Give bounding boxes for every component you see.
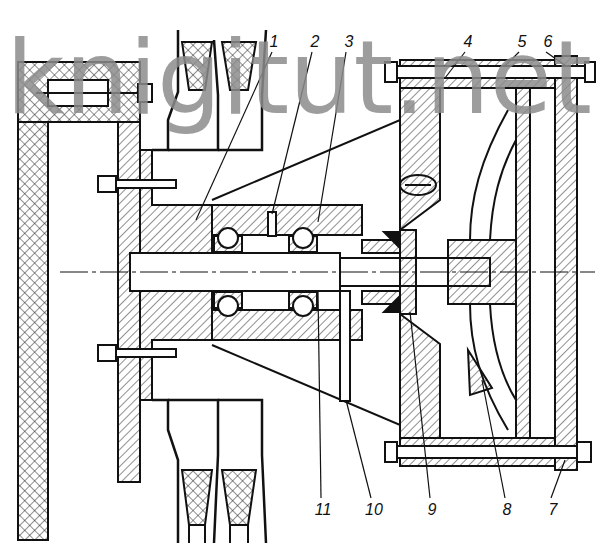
drain-channel — [340, 291, 350, 401]
bolt — [116, 349, 176, 357]
shaft-seal — [384, 298, 398, 312]
drain-channel — [340, 291, 350, 401]
tie-bolt — [393, 446, 591, 458]
v-belt — [229, 525, 231, 543]
impeller — [468, 350, 492, 395]
ball-bearing — [293, 228, 313, 248]
tie-bolt — [385, 442, 397, 462]
v-belt — [247, 525, 249, 543]
callout-number: 9 — [428, 502, 437, 518]
v-belt — [204, 525, 206, 543]
pump-housing — [530, 437, 555, 439]
leader-line — [482, 380, 505, 498]
v-belt — [222, 470, 256, 525]
belt-pulley — [152, 400, 178, 543]
callout-number: 11 — [315, 502, 332, 518]
flywheel-section — [18, 62, 152, 540]
v-belt — [188, 525, 190, 543]
belt-pulley — [168, 400, 218, 543]
hub-flange — [118, 122, 212, 482]
impeller — [490, 140, 516, 240]
pump-housing — [400, 314, 440, 438]
leader-line — [410, 312, 430, 498]
watermark: knigitut.net — [6, 28, 592, 129]
ball-bearing — [218, 228, 238, 248]
leader-line — [318, 292, 321, 498]
ball-bearing — [293, 296, 313, 316]
impeller — [470, 110, 508, 240]
callout-number: 7 — [549, 502, 558, 518]
leader-line — [551, 460, 565, 498]
shaft-seal — [384, 232, 398, 246]
v-belt — [182, 470, 212, 525]
ball-bearing — [218, 296, 238, 316]
callout-number: 10 — [365, 502, 383, 518]
bolt — [98, 176, 116, 192]
callout-number: 8 — [503, 502, 512, 518]
ball-bearing — [268, 212, 276, 236]
flywheel-section — [18, 122, 48, 540]
belt-pulley — [218, 400, 266, 543]
tie-bolt — [577, 442, 591, 462]
leader-line — [346, 400, 371, 498]
bolt — [98, 345, 116, 361]
pump-housing — [516, 88, 530, 438]
bolt — [116, 180, 176, 188]
impeller — [490, 304, 516, 400]
ball-bearing — [214, 212, 317, 316]
center-line — [60, 272, 595, 273]
hub-flange — [118, 122, 140, 482]
